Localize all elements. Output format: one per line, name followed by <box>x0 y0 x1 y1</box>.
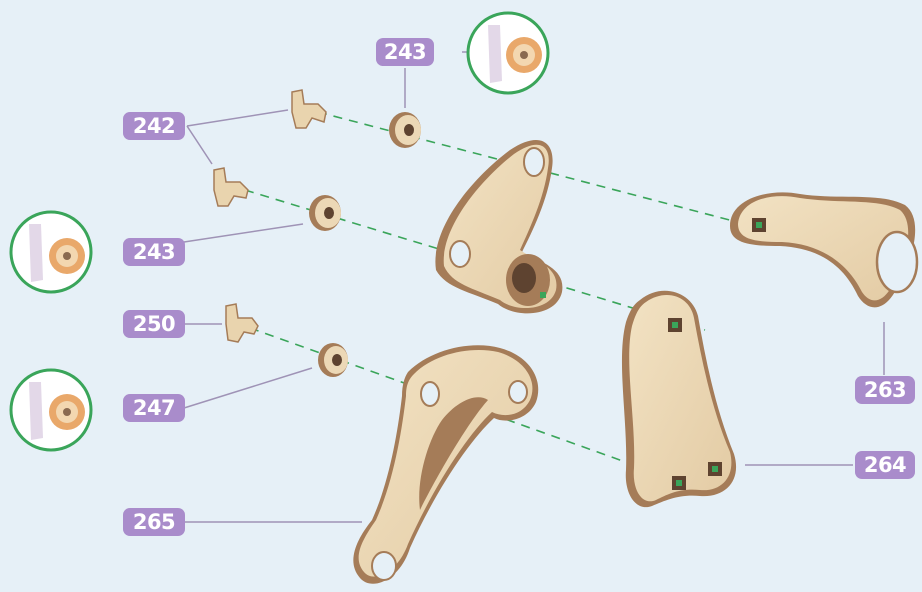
reference-thumbnail-247 <box>9 368 93 452</box>
leader-243-left <box>184 224 303 242</box>
label-part-264: 264 <box>855 451 915 479</box>
label-part-243-left: 243 <box>123 238 185 266</box>
leader-242-lower <box>187 126 212 164</box>
label-part-263: 263 <box>855 376 915 404</box>
part-250-connector <box>226 304 258 342</box>
part-263-arm <box>730 192 917 307</box>
label-part-242: 242 <box>123 112 185 140</box>
center-bracket-plate <box>435 140 562 313</box>
reference-thumbnail-243-left <box>9 210 93 294</box>
part-243-washer-top <box>389 112 421 148</box>
label-part-250: 250 <box>123 310 185 338</box>
part-264-curved-plate <box>622 291 736 507</box>
part-247-washer <box>318 343 348 377</box>
leader-247 <box>184 368 312 408</box>
label-part-243-top: 243 <box>376 38 434 66</box>
label-part-265: 265 <box>123 508 185 536</box>
part-242-connector-top <box>292 90 326 128</box>
part-243-washer-left <box>309 195 341 231</box>
part-242-connector-lower <box>214 168 248 206</box>
reference-thumbnail-243-top <box>466 11 550 95</box>
leader-242-upper <box>187 110 288 126</box>
part-265-lever <box>353 345 538 584</box>
label-part-247: 247 <box>123 394 185 422</box>
